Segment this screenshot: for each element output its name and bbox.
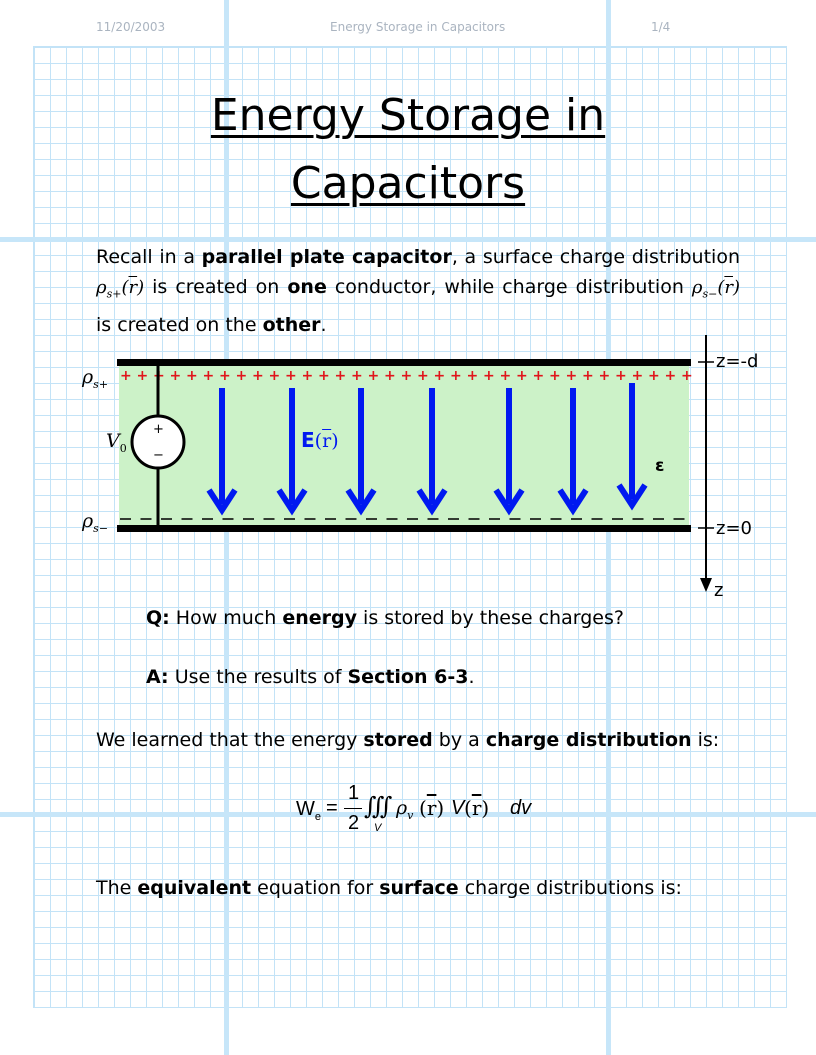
rho-s-minus-symbol: ρs−(r) (691, 277, 741, 301)
rho-bottom-label: ρs− (82, 510, 109, 535)
grid-major-line (0, 812, 816, 817)
closing-paragraph: The equivalent equation for surface char… (96, 877, 682, 899)
header-date: 11/20/2003 (96, 20, 166, 34)
learned-paragraph: We learned that the energy stored by a c… (96, 729, 720, 751)
z-top-label: z=-d (716, 351, 759, 372)
answer-line: A: Use the results of Section 6-3. (146, 666, 475, 688)
page-title-line2: Capacitors (290, 158, 526, 209)
v0-label: V0 (106, 430, 127, 455)
z-axis-label: z (714, 580, 724, 601)
epsilon-label: ε (655, 456, 665, 476)
header-page: 1/4 (651, 20, 671, 34)
z-bottom-label: z=0 (716, 518, 752, 539)
intro-paragraph: Recall in a parallel plate capacitor, a … (96, 246, 741, 336)
rho-s-plus-symbol: ρs+(r) (96, 277, 145, 301)
header-title: Energy Storage in Capacitors (330, 20, 506, 34)
question-line: Q: How much energy is stored by these ch… (146, 607, 624, 629)
grid-major-line (0, 237, 816, 242)
source-plus-sign: + (153, 422, 164, 437)
rho-top-label: ρs+ (82, 366, 109, 391)
efield-label: E(r) (301, 428, 339, 452)
source-minus-sign: − (153, 448, 164, 463)
page-title-line1: Energy Storage in (210, 90, 606, 141)
